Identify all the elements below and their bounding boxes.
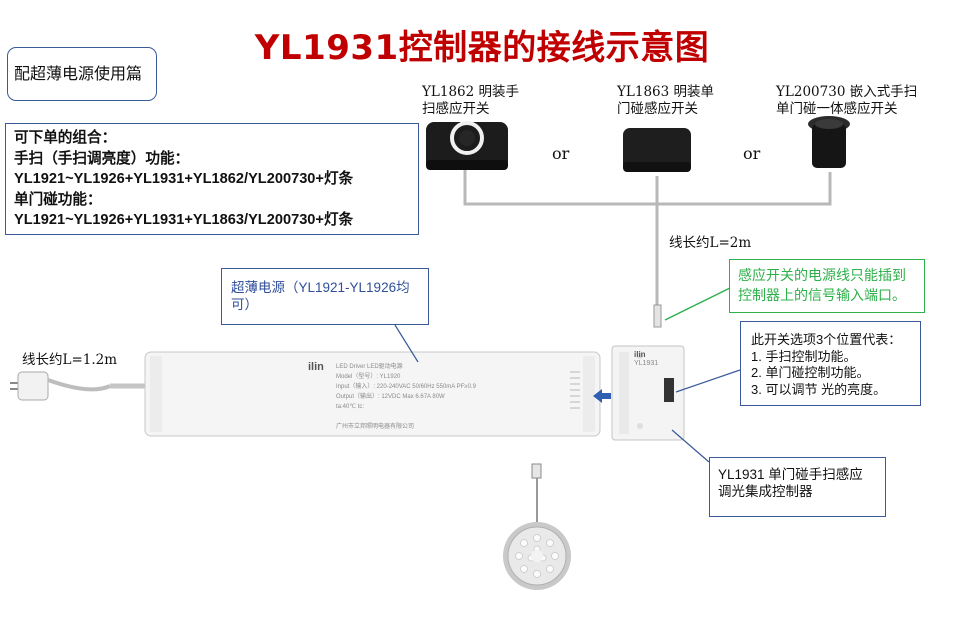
switch-label-line: 门碰感应开关 <box>617 101 698 117</box>
power-plug <box>10 371 148 401</box>
callout-line: 2. 单门碰控制功能。 <box>751 365 870 380</box>
switch-yl1863-drawing <box>623 128 691 172</box>
callout-line: 此开关选项3个位置代表： <box>751 332 902 347</box>
psu-output: Output（输出）: 12VDC Max 6.67A 80W <box>336 394 445 400</box>
callout-line: 超薄电源（YL1921-YL1926均 <box>231 280 410 295</box>
switch-wires <box>463 170 832 318</box>
psu-model: Model（型号）: YL1920 <box>336 374 401 380</box>
callout-line: 1. 手扫控制功能。 <box>751 348 857 364</box>
controller-printed-label: ilin YL1931 <box>634 350 658 368</box>
arrow-into-controller <box>593 389 611 403</box>
combo-line-3: 单门碰功能： <box>14 191 102 208</box>
combo-line-1: 手扫（手扫调亮度）功能： <box>14 150 190 167</box>
controller-brand-logo: ilin <box>634 350 646 359</box>
switch-label-line: 单门碰一体感应开关 <box>776 101 898 117</box>
or-label-1: or <box>552 144 570 163</box>
psu-input: Input（输入）: 220-240VAC 50/60Hz 550mA PF≥0… <box>336 384 476 390</box>
usage-badge: 配超薄电源使用篇 <box>7 47 157 101</box>
switch-label-line: YL1863 明装单 <box>617 84 715 100</box>
switch-yl200730-drawing <box>808 116 850 168</box>
or-label-2: or <box>743 144 761 163</box>
combo-heading: 可下单的组合： <box>14 130 117 146</box>
callout-line: 调光集成控制器 <box>718 484 813 499</box>
psu-name: LED Driver LED驱动电源 <box>336 364 403 370</box>
note-line: 感应开关的电源线只能插到 <box>738 267 906 283</box>
cable-length-label: 线长约L=2m <box>669 235 752 251</box>
order-combinations-box: 可下单的组合： 手扫（手扫调亮度）功能： YL1921~YL1926+YL193… <box>5 123 419 235</box>
controller-model: YL1931 <box>634 360 659 367</box>
note-line: 控制器上的信号输入端口。 <box>738 287 906 303</box>
plug-cable-length-label: 线长约L=1.2m <box>22 352 118 368</box>
switch-label-yl1863: YL1863 明装单 门碰感应开关 <box>617 84 714 118</box>
switch-yl1862-drawing <box>426 121 508 170</box>
psu-brand-logo: ilin <box>308 361 324 373</box>
controller-drawing <box>611 345 685 441</box>
switch-label-yl1862: YL1862 明装手 扫感应开关 <box>422 84 519 118</box>
signal-port-note: 感应开关的电源线只能插到 控制器上的信号输入端口。 <box>729 259 925 313</box>
selector-switch-callout: 此开关选项3个位置代表： 1. 手扫控制功能。 2. 单门碰控制功能。 3. 可… <box>740 321 921 406</box>
callout-line: 3. 可以调节 光的亮度。 <box>751 381 887 397</box>
psu-printed-label: ilin LED Driver LED驱动电源 Model（型号）: YL192… <box>308 362 478 432</box>
controller-callout: YL1931 单门碰手扫感应 调光集成控制器 <box>709 457 886 517</box>
psu-maker: 广州市立邦照明电器有限公司 <box>336 424 415 430</box>
switch-label-yl200730: YL200730 嵌入式手扫 单门碰一体感应开关 <box>776 84 917 118</box>
switch-label-line: YL1862 明装手 <box>422 84 520 100</box>
callout-line: 可） <box>231 297 258 312</box>
diagram-title: YL1931控制器的接线示意图 <box>254 28 710 68</box>
callout-line: YL1931 单门碰手扫感应 <box>718 467 863 482</box>
lamp-drawing <box>503 463 571 590</box>
switch-label-line: YL200730 嵌入式手扫 <box>776 84 918 100</box>
switch-label-line: 扫感应开关 <box>422 101 490 117</box>
combo-line-2: YL1921~YL1926+YL1931+YL1862/YL200730+灯条 <box>14 171 354 187</box>
psu-temp: ta:40℃ tc: <box>336 404 365 410</box>
psu-callout: 超薄电源（YL1921-YL1926均 可） <box>221 268 429 325</box>
combo-line-4: YL1921~YL1926+YL1931+YL1863/YL200730+灯条 <box>14 212 354 228</box>
